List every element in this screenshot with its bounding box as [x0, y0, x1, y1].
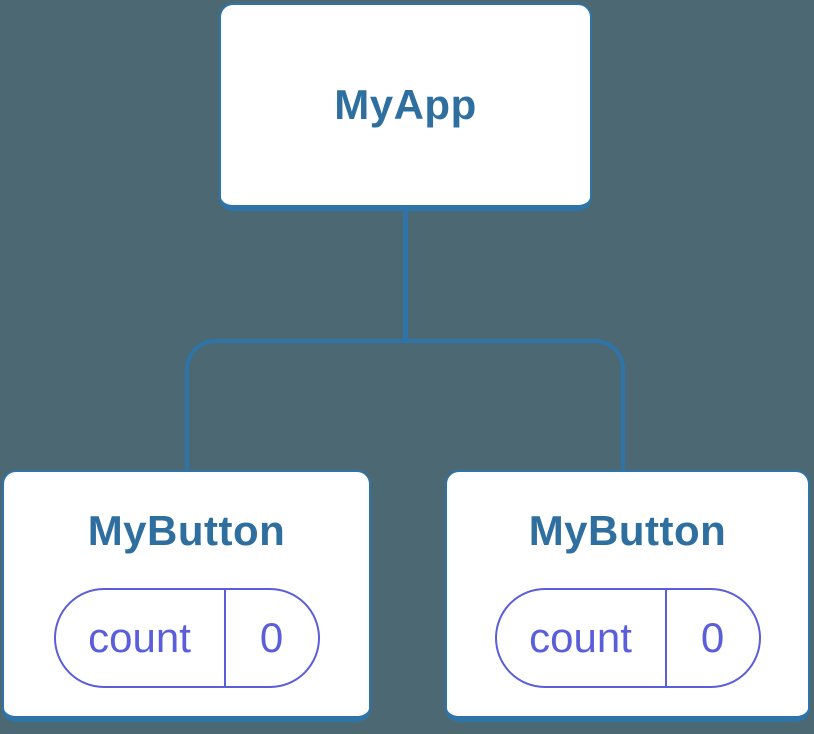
- state-key-right: count: [497, 590, 667, 687]
- state-pill-right: count 0: [494, 588, 761, 689]
- state-key-left: count: [56, 590, 226, 687]
- component-node-mybutton-right: MyButton count 0: [445, 470, 810, 722]
- connector-bracket: [185, 339, 625, 470]
- state-pill-left: count 0: [53, 588, 320, 689]
- connector-stem: [403, 210, 408, 343]
- component-label-mybutton-left: MyButton: [87, 507, 286, 554]
- component-label-myapp: MyApp: [334, 80, 477, 128]
- component-node-mybutton-left: MyButton count 0: [2, 470, 371, 722]
- state-value-right: 0: [700, 614, 725, 662]
- state-value-left: 0: [259, 614, 284, 662]
- component-node-myapp: MyApp: [219, 3, 592, 211]
- component-label-mybutton-right: MyButton: [528, 507, 727, 554]
